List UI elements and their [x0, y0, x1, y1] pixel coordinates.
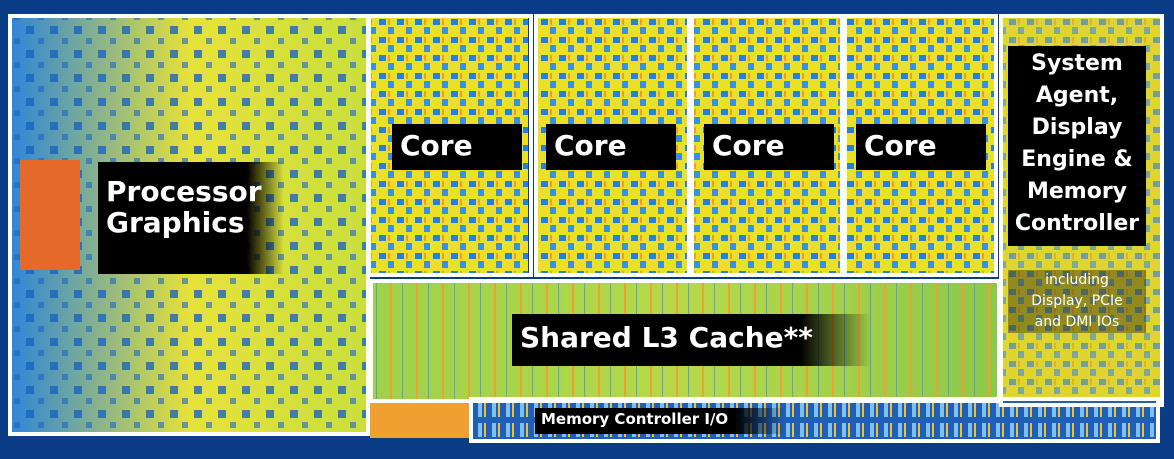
system-agent-subtitle: including Display, PCIe and DMI IOs — [1008, 270, 1146, 333]
region-l3-cache — [369, 279, 1001, 403]
system-agent-title: System Agent, Display Engine & Memory Co… — [1008, 46, 1146, 246]
core-label-3: Core — [704, 124, 834, 170]
system-agent-line: System — [1031, 51, 1123, 76]
memory-controller-io-label: Memory Controller I/O — [535, 408, 785, 434]
region-system-agent — [999, 14, 1164, 407]
region-core-1 — [367, 14, 533, 277]
l3-cache-label: Shared L3 Cache** — [512, 314, 872, 366]
core-label-1: Core — [392, 124, 522, 170]
graphics-label-line2: Graphics — [106, 206, 245, 240]
graphics-label: Processor Graphics — [98, 162, 284, 274]
system-agent-line: Agent, — [1035, 83, 1119, 108]
system-agent-line: Controller — [1014, 211, 1140, 236]
system-agent-line: Display — [1031, 115, 1123, 140]
system-agent-sub-line: including — [1045, 272, 1109, 288]
graphics-label-line1: Processor — [106, 175, 262, 208]
region-core-4 — [843, 14, 998, 277]
system-agent-sub-line: Display, PCIe — [1031, 293, 1123, 309]
region-core-2 — [534, 14, 691, 277]
system-agent-line: Engine & — [1021, 147, 1133, 172]
region-core-3 — [690, 14, 844, 277]
core-label-2: Core — [546, 124, 676, 170]
region-memory-controller-io — [469, 397, 1160, 443]
core-label-4: Core — [856, 124, 986, 170]
system-agent-line: Memory — [1026, 179, 1128, 204]
system-agent-sub-line: and DMI IOs — [1034, 314, 1120, 330]
